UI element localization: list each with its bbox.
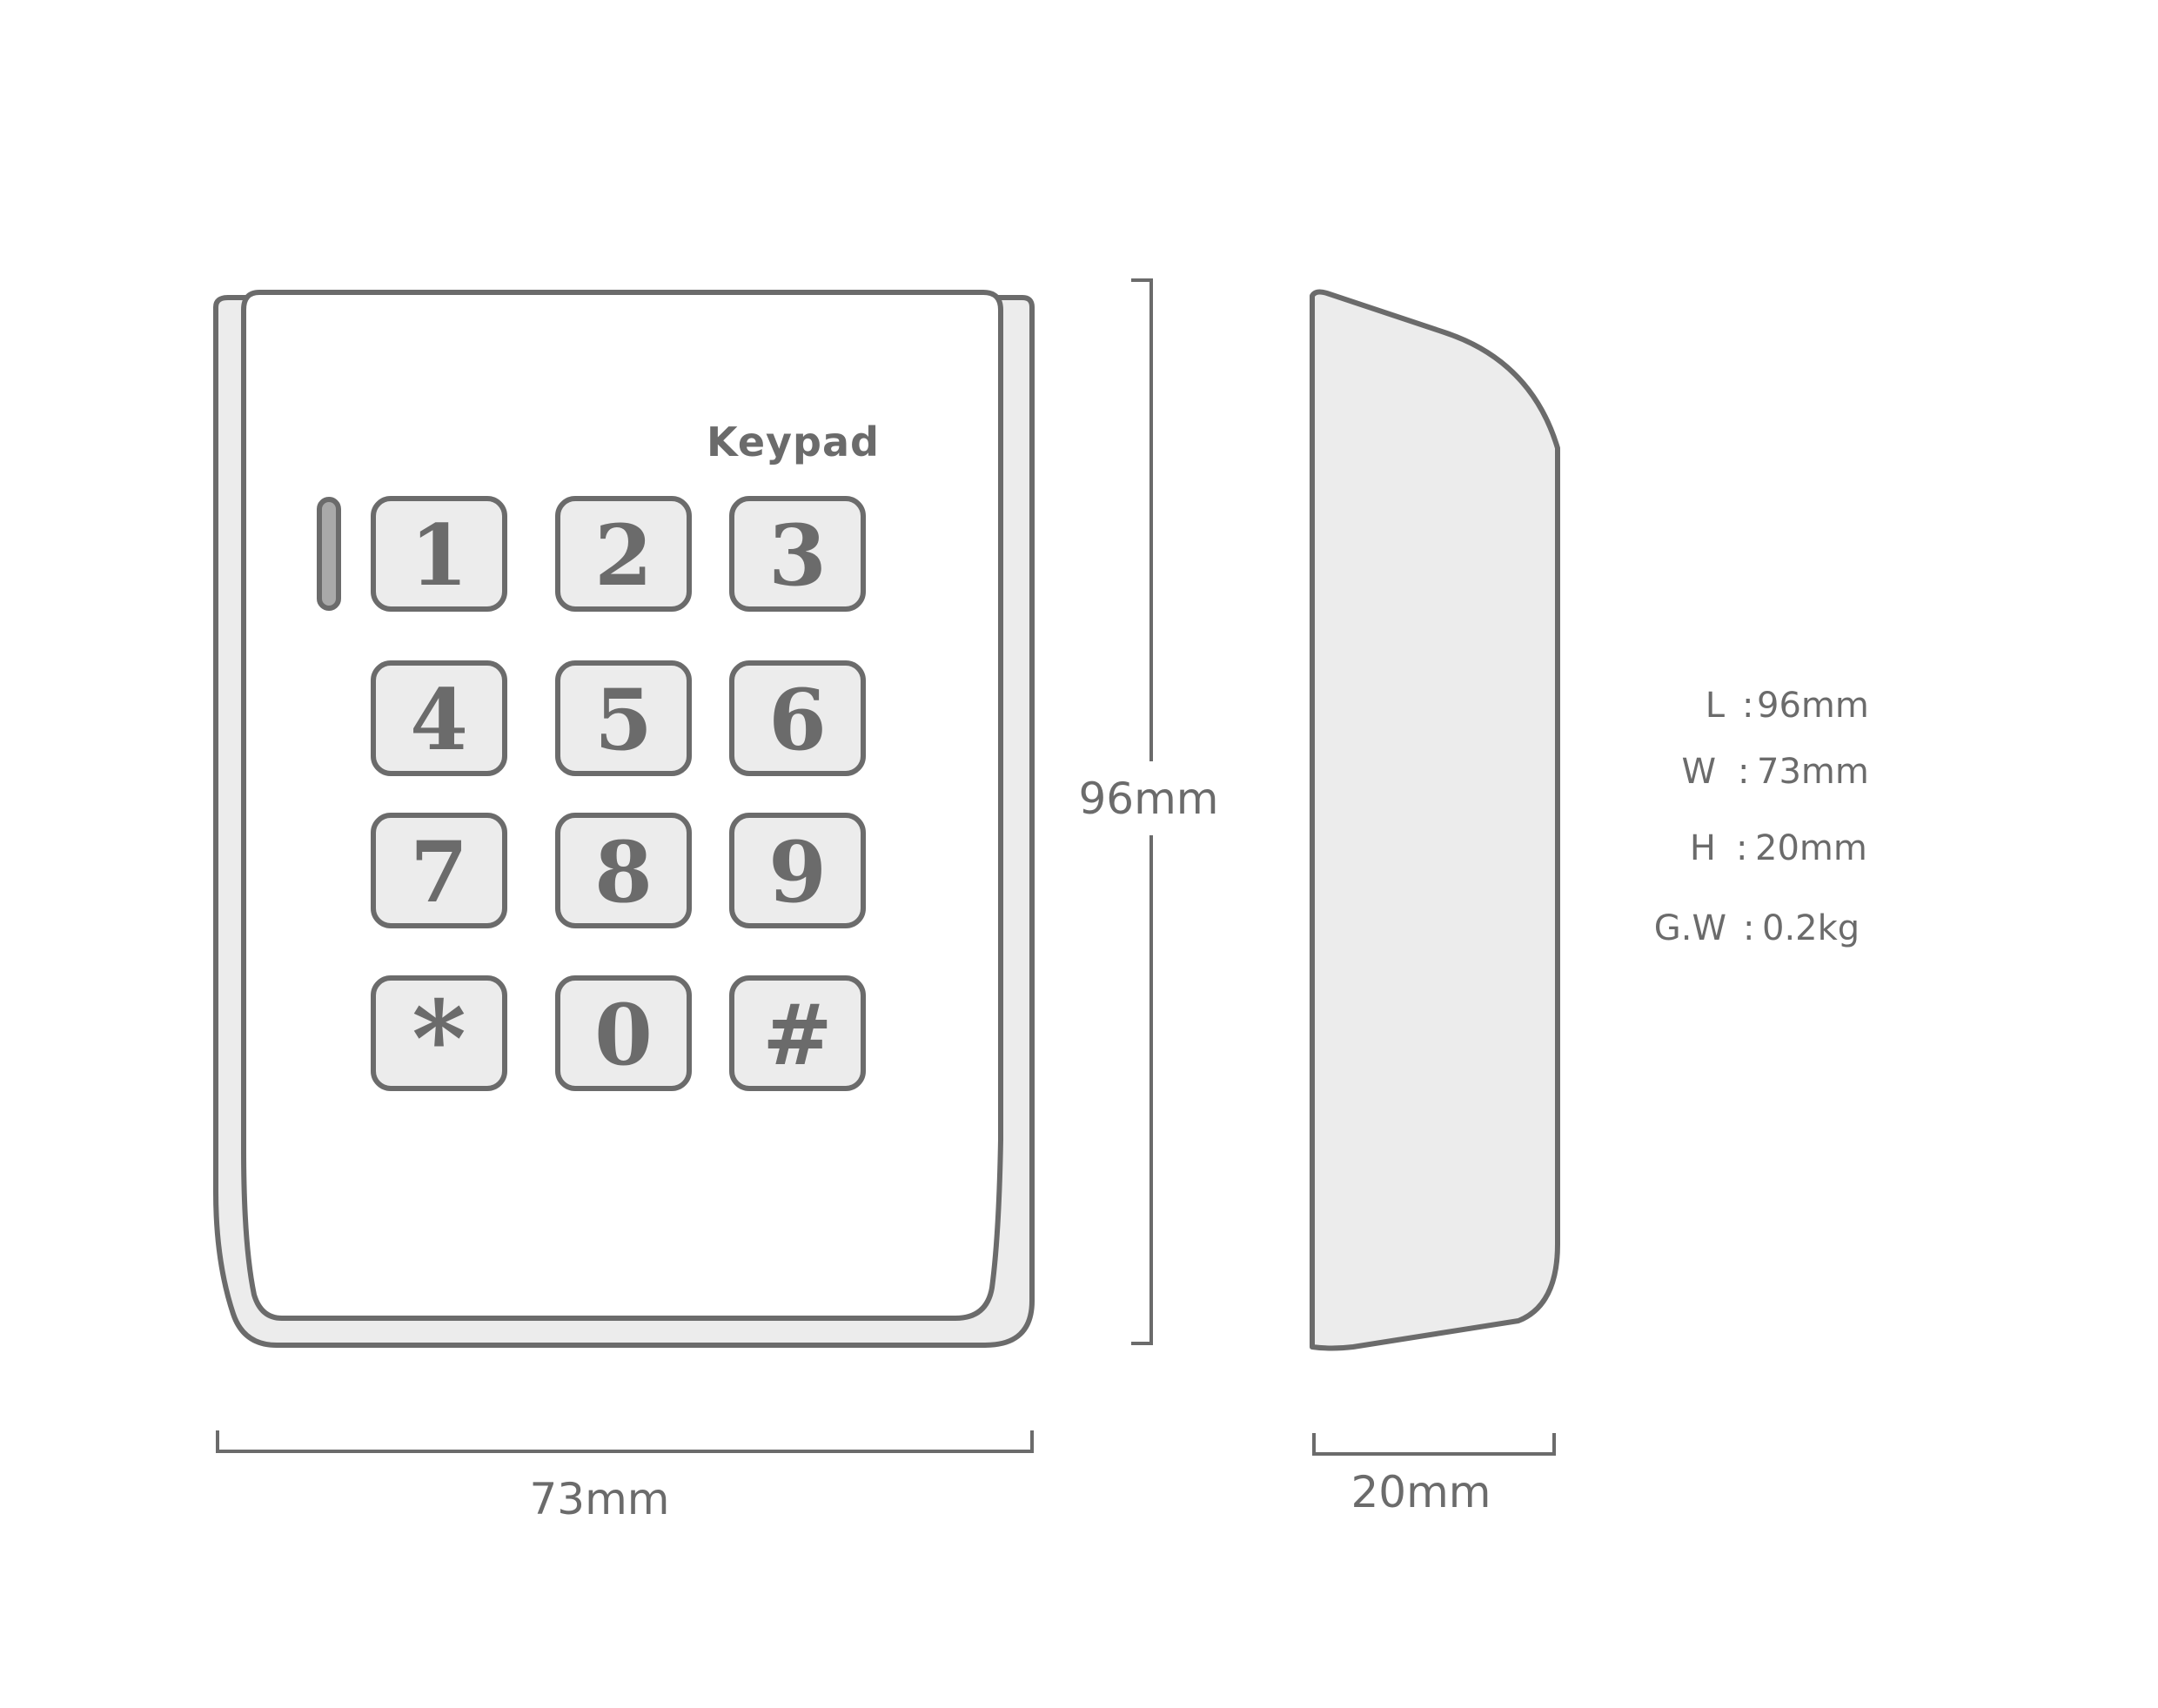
key-8-label: 8 bbox=[594, 823, 653, 921]
key-3-cap bbox=[729, 496, 866, 612]
front-face-plate bbox=[241, 290, 1003, 1321]
key-1-label: 1 bbox=[410, 506, 468, 605]
key-2-cap bbox=[555, 496, 692, 612]
key-0-cap bbox=[555, 975, 692, 1091]
indicator-led bbox=[317, 497, 341, 611]
key-star-cap bbox=[371, 975, 507, 1091]
front-view: Keypad 1 2 3 4 5 bbox=[213, 290, 1035, 1348]
spec-height-separator: : bbox=[1736, 828, 1747, 868]
spec-width-label: W bbox=[1681, 752, 1716, 792]
key-7-cap bbox=[371, 813, 507, 928]
key-6[interactable]: 6 bbox=[729, 660, 866, 776]
key-3[interactable]: 3 bbox=[729, 496, 866, 612]
spec-weight-value: 0.2kg bbox=[1762, 908, 1860, 948]
spec-width-separator: : bbox=[1738, 752, 1749, 792]
key-hash[interactable]: # bbox=[729, 975, 866, 1091]
spec-weight-separator: : bbox=[1743, 908, 1754, 948]
key-4-label: 4 bbox=[410, 671, 468, 769]
key-star-label: * bbox=[412, 978, 466, 1101]
side-profile bbox=[1310, 289, 1560, 1351]
height-dim-label: 96mm bbox=[1078, 774, 1218, 824]
key-1[interactable]: 1 bbox=[371, 496, 507, 612]
spec-length-label: L bbox=[1706, 686, 1726, 726]
key-4[interactable]: 4 bbox=[371, 660, 507, 776]
key-hash-cap bbox=[729, 975, 866, 1091]
spec-row-length: L : 96mm bbox=[1706, 686, 1869, 726]
spec-row-width: W : 73mm bbox=[1681, 752, 1868, 792]
spec-length-value: 96mm bbox=[1757, 686, 1869, 726]
key-6-label: 6 bbox=[768, 671, 827, 769]
spec-width-value: 73mm bbox=[1757, 752, 1869, 792]
key-8[interactable]: 8 bbox=[555, 813, 692, 928]
spec-height-value: 20mm bbox=[1755, 828, 1867, 868]
brand-label: Keypad bbox=[707, 419, 880, 466]
keypad-grid: 1 2 3 4 5 6 bbox=[371, 496, 866, 1101]
key-9-label: 9 bbox=[768, 823, 827, 921]
key-3-label: 3 bbox=[768, 506, 827, 605]
key-5[interactable]: 5 bbox=[555, 660, 692, 776]
key-7[interactable]: 7 bbox=[371, 813, 507, 928]
key-6-cap bbox=[729, 660, 866, 776]
spec-weight-label: G.W bbox=[1654, 908, 1726, 948]
key-hash-label: # bbox=[762, 986, 832, 1084]
key-4-cap bbox=[371, 660, 507, 776]
key-0[interactable]: 0 bbox=[555, 975, 692, 1091]
key-2-label: 2 bbox=[594, 506, 653, 605]
side-view bbox=[1310, 289, 1560, 1351]
key-star[interactable]: * bbox=[371, 975, 507, 1101]
spec-row-height: H : 20mm bbox=[1690, 828, 1867, 868]
height-dimension: 96mm bbox=[1078, 278, 1219, 1345]
key-7-label: 7 bbox=[410, 823, 468, 921]
key-9-cap bbox=[729, 813, 866, 928]
key-1-cap bbox=[371, 496, 507, 612]
width-dim-label: 73mm bbox=[529, 1474, 669, 1524]
spec-height-label: H bbox=[1690, 828, 1716, 868]
key-8-cap bbox=[555, 813, 692, 928]
key-0-label: 0 bbox=[594, 986, 653, 1084]
spec-list: L : 96mm W : 73mm H : 20mm G.W : 0.2kg bbox=[1654, 686, 1869, 948]
spec-row-weight: G.W : 0.2kg bbox=[1654, 908, 1860, 948]
spec-length-separator: : bbox=[1742, 686, 1753, 726]
key-5-label: 5 bbox=[594, 671, 653, 769]
depth-dimension: 20mm bbox=[1312, 1433, 1556, 1517]
key-2[interactable]: 2 bbox=[555, 496, 692, 612]
width-dimension: 73mm bbox=[216, 1430, 1034, 1524]
key-5-cap bbox=[555, 660, 692, 776]
depth-dim-label: 20mm bbox=[1350, 1467, 1491, 1517]
key-9[interactable]: 9 bbox=[729, 813, 866, 928]
